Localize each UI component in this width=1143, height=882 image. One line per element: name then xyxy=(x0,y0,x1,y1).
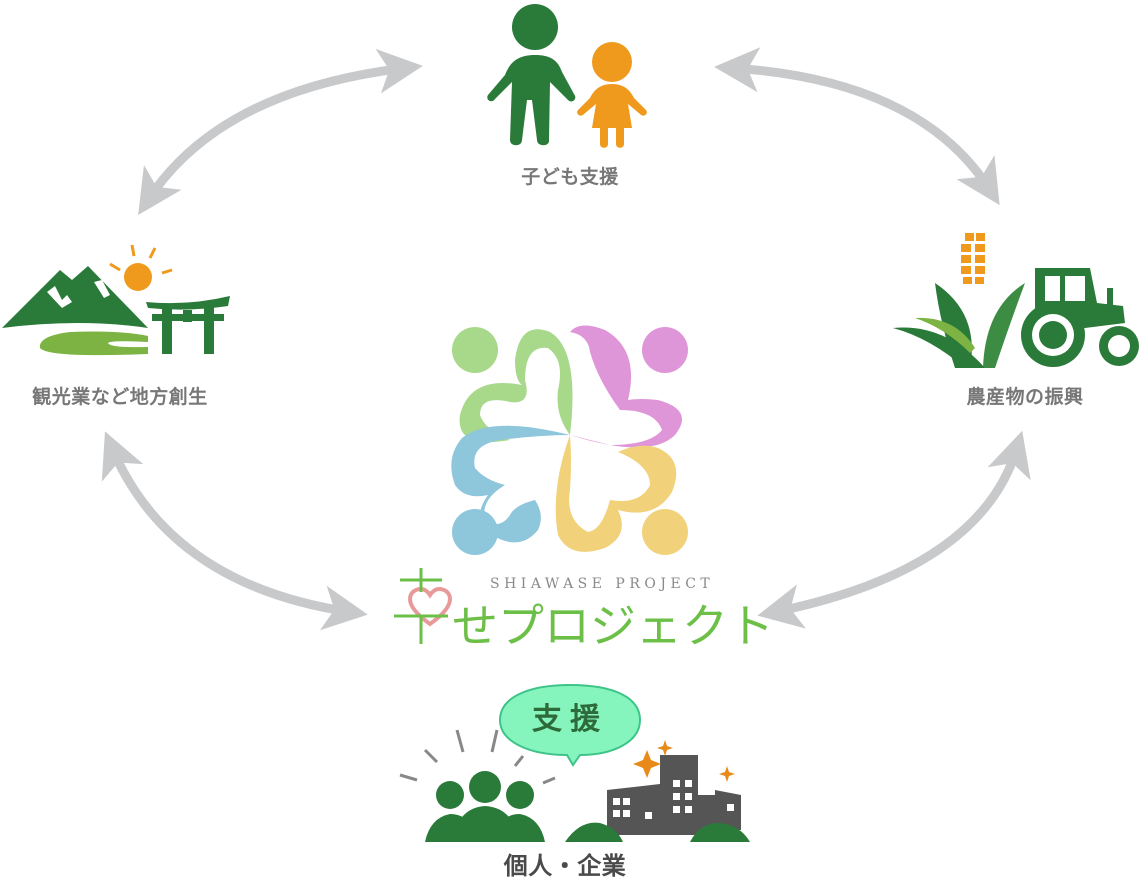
label-tourism: 観光業など地方創生 xyxy=(32,386,208,408)
clover-logo-icon xyxy=(451,325,688,555)
parent-child-icon xyxy=(487,4,647,148)
mountain-torii-icon xyxy=(2,244,230,356)
arrow-bottom-left xyxy=(101,431,368,631)
logo-english-text: SHIAWASE PROJECT xyxy=(490,576,715,592)
speech-bubble-icon xyxy=(498,683,642,767)
tractor-icon xyxy=(1021,268,1139,367)
arrow-bottom-right xyxy=(757,430,1031,629)
label-agriculture: 農産物の振興 xyxy=(966,386,1084,408)
arrow-top-right xyxy=(714,47,1000,206)
torii-icon xyxy=(146,296,230,354)
corn-icon xyxy=(961,233,985,284)
sparkle-icon xyxy=(633,740,735,782)
people-icon xyxy=(425,771,545,842)
label-children: 子ども支援 xyxy=(521,166,619,188)
arrow-top-left xyxy=(138,48,423,216)
heart-icon xyxy=(407,586,453,627)
logo-japanese-text: せプロジェクト xyxy=(452,599,774,653)
support-bubble-text: 支援 xyxy=(532,702,608,737)
people-buildings-icon xyxy=(399,729,750,842)
label-supporters: 個人・企業 xyxy=(503,852,627,880)
bushes-icon xyxy=(565,822,750,842)
sun-icon xyxy=(109,244,173,291)
corn-tractor-icon xyxy=(893,233,1139,368)
logo-kanji-strokes xyxy=(394,568,448,644)
